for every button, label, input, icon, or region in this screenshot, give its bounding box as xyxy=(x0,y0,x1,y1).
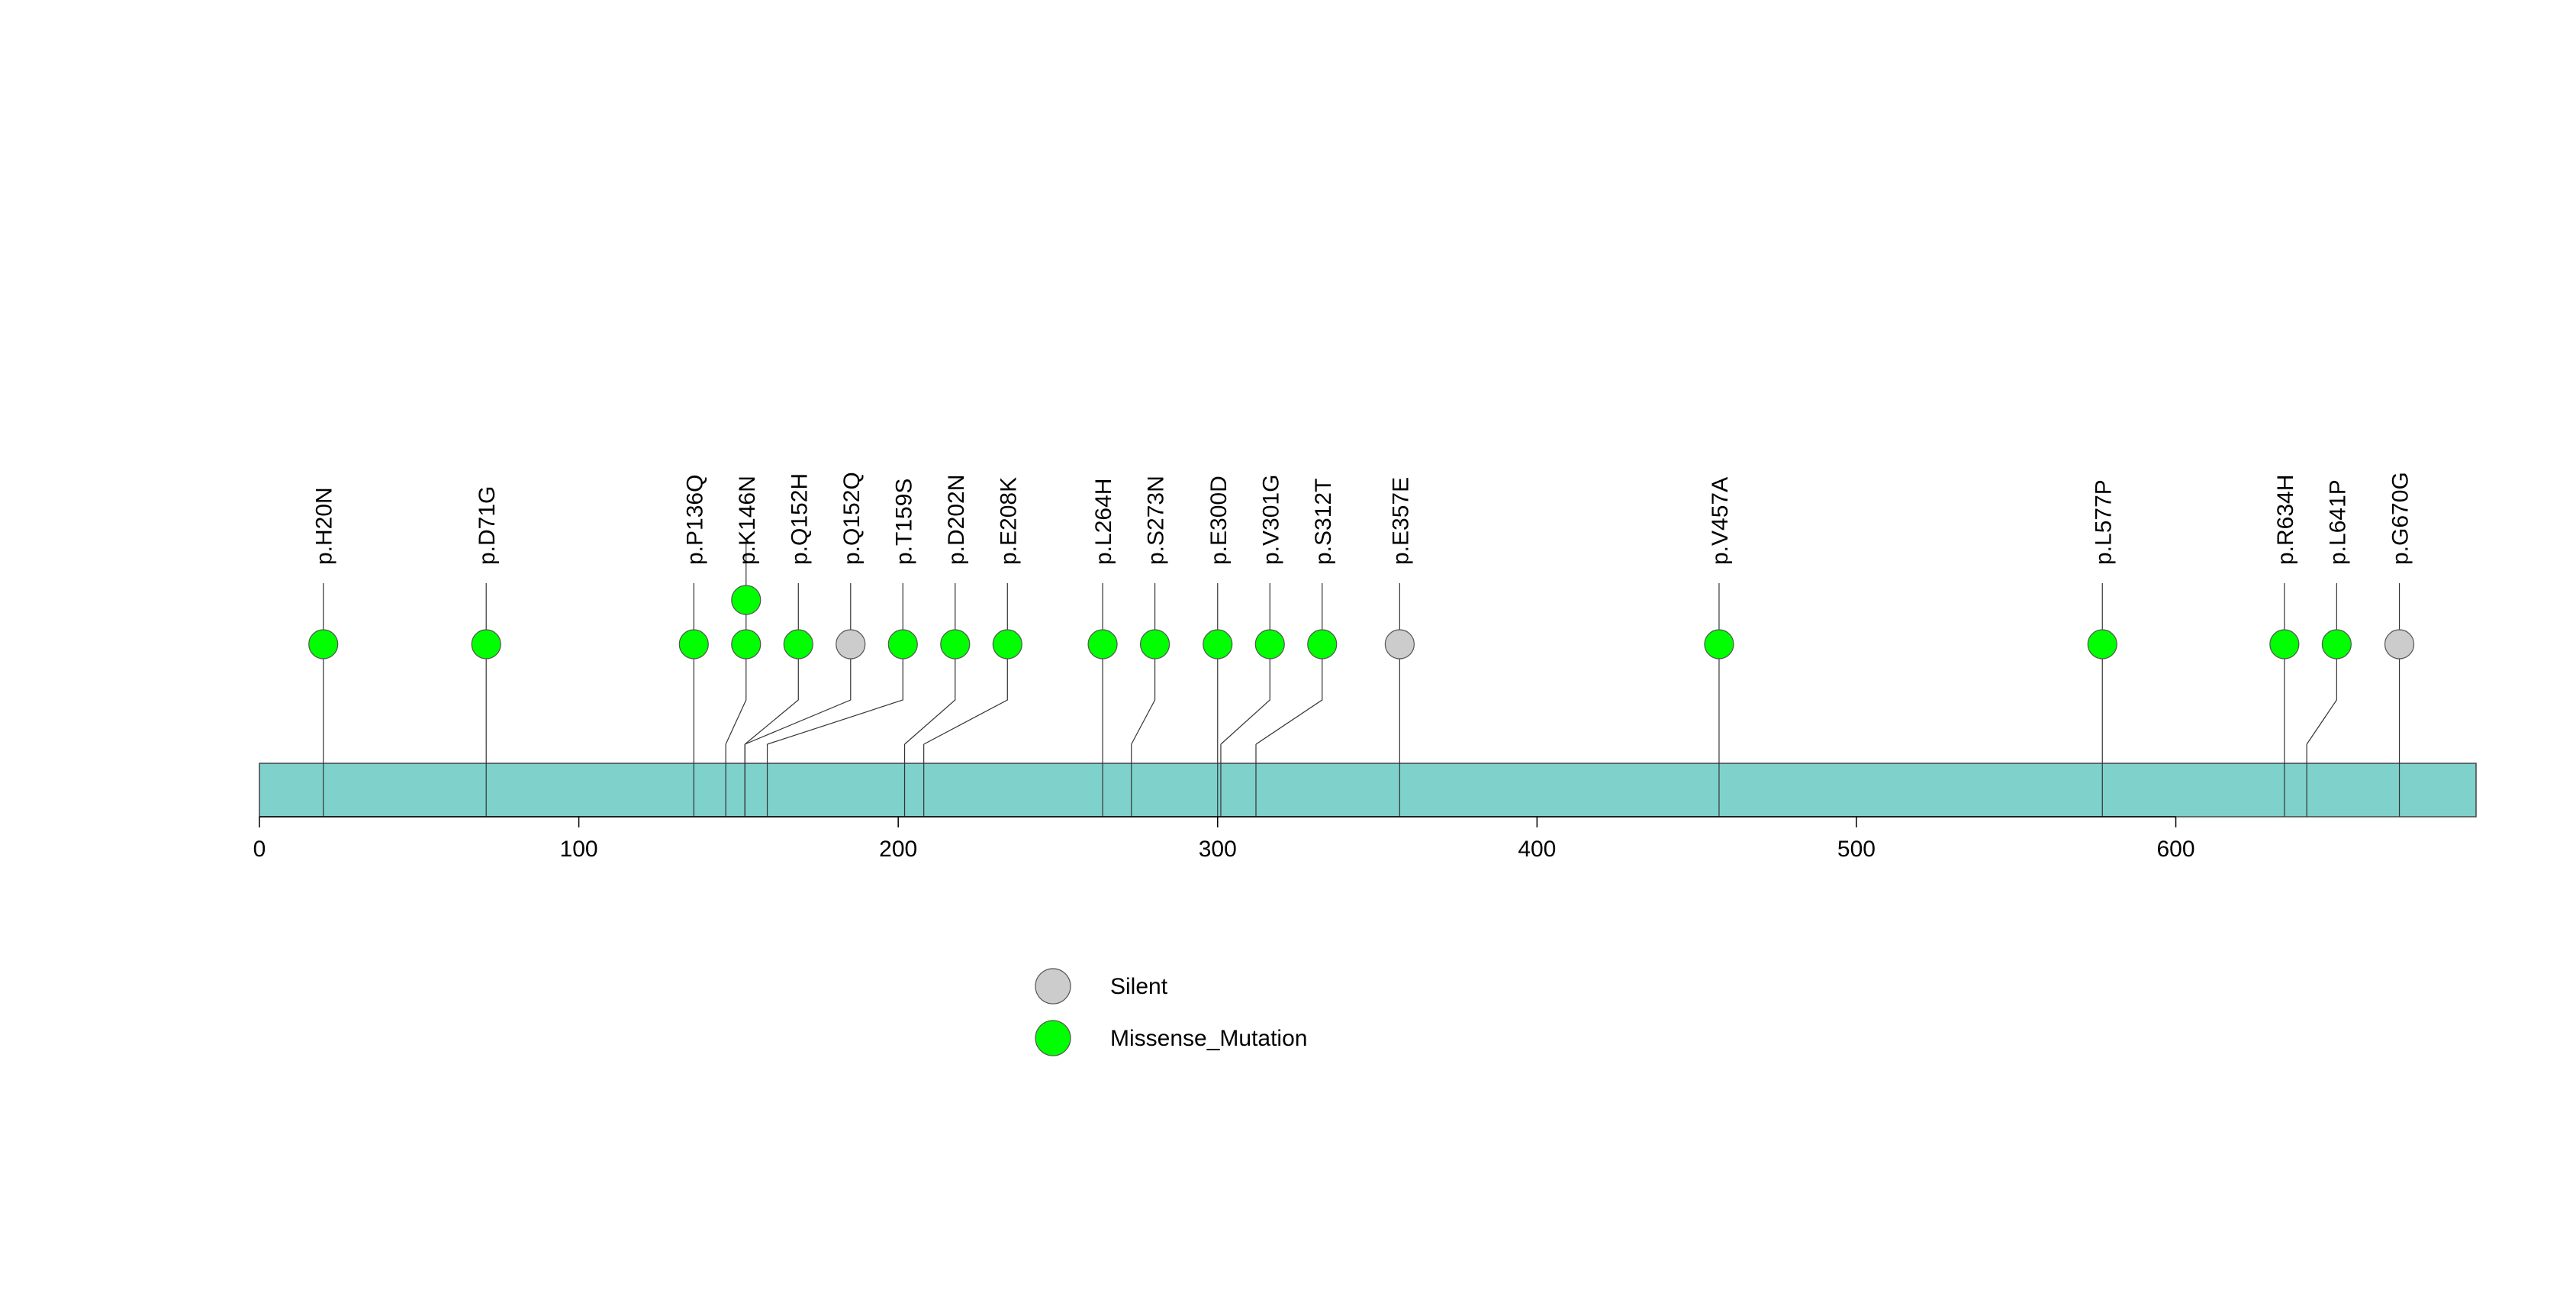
mutation-connector xyxy=(744,644,799,745)
mutation-label: p.H20N xyxy=(312,487,337,565)
missense-point xyxy=(2269,629,2300,660)
missense-point xyxy=(783,629,813,660)
missense-point xyxy=(2321,629,2352,660)
silent-point xyxy=(2384,629,2415,660)
mutation-label: p.R634H xyxy=(2273,475,2298,565)
mutation-label: p.E300D xyxy=(1206,476,1232,565)
mutation-connector xyxy=(1131,644,1156,745)
connector-lines xyxy=(323,539,2401,745)
missense-point xyxy=(731,585,762,615)
mutation-label: p.L264H xyxy=(1091,479,1116,565)
mutation-connector xyxy=(1220,644,1270,745)
missense-point xyxy=(1087,629,1118,660)
missense-point xyxy=(471,629,501,660)
missense-point xyxy=(992,629,1022,660)
legend-label: Silent xyxy=(1110,974,1168,999)
mutation-label: p.T159S xyxy=(891,479,916,565)
x-tick-label: 300 xyxy=(1199,837,1237,862)
stem-lines xyxy=(323,744,2401,817)
mutation-label: p.S273N xyxy=(1144,476,1169,565)
mutation-label: p.Q152H xyxy=(787,473,812,565)
missense-point xyxy=(678,629,709,660)
missense-point xyxy=(731,629,762,660)
missense-point xyxy=(887,629,918,660)
x-tick-label: 500 xyxy=(1837,837,1876,862)
missense-point xyxy=(940,629,971,660)
missense-point xyxy=(1307,629,1338,660)
mutation-points xyxy=(308,585,2415,660)
protein-bar xyxy=(259,763,2477,818)
mutation-label: p.E208K xyxy=(996,477,1021,565)
mutation-label: p.G670G xyxy=(2388,472,2413,565)
missense-point xyxy=(1139,629,1170,660)
mutation-connector xyxy=(725,644,747,745)
silent-point xyxy=(1384,629,1415,660)
x-tick-label: 600 xyxy=(2156,837,2194,862)
mutation-labels: p.H20N p.D71G p.P136Q p.K146N p.Q152H p.Q152Q… xyxy=(312,472,2413,565)
mutation-label: p.K146N xyxy=(735,476,760,565)
mutation-connector xyxy=(767,644,903,745)
missense-point xyxy=(308,629,339,660)
x-tick-label: 200 xyxy=(879,837,917,862)
mutation-connector xyxy=(2306,644,2337,745)
mutation-connector xyxy=(904,644,956,745)
mutation-label: p.V301G xyxy=(1258,475,1283,565)
mutation-connector xyxy=(923,644,1008,745)
mutation-connector xyxy=(745,644,852,745)
legend-missense-swatch xyxy=(1035,1020,1071,1056)
mutation-label: p.L577P xyxy=(2091,479,2116,565)
missense-point xyxy=(1203,629,1233,660)
x-tick-label: 100 xyxy=(560,837,598,862)
mutation-connector xyxy=(1255,644,1323,745)
mutation-label: p.Q152Q xyxy=(839,472,865,565)
mutation-label: p.D202N xyxy=(944,475,969,565)
mutation-label: p.P136Q xyxy=(682,475,707,565)
silent-point xyxy=(836,629,866,660)
legend-label: Missense_Mutation xyxy=(1110,1026,1307,1051)
x-tick-label: 400 xyxy=(1518,837,1556,862)
missense-point xyxy=(1254,629,1285,660)
legend-silent-swatch xyxy=(1035,968,1071,1005)
mutation-label: p.D71G xyxy=(475,486,500,565)
mutation-label: p.V457A xyxy=(1708,477,1733,565)
x-axis: 0 100 200 300 400 500 600 xyxy=(253,816,2195,862)
mutation-label: p.E357E xyxy=(1388,477,1413,565)
missense-point xyxy=(2087,629,2117,660)
mutation-label: p.S312T xyxy=(1311,479,1336,565)
protein-domain-layer xyxy=(259,763,2477,818)
x-tick-label: 0 xyxy=(253,837,266,862)
missense-point xyxy=(1704,629,1734,660)
mutation-label: p.L641P xyxy=(2325,479,2350,565)
